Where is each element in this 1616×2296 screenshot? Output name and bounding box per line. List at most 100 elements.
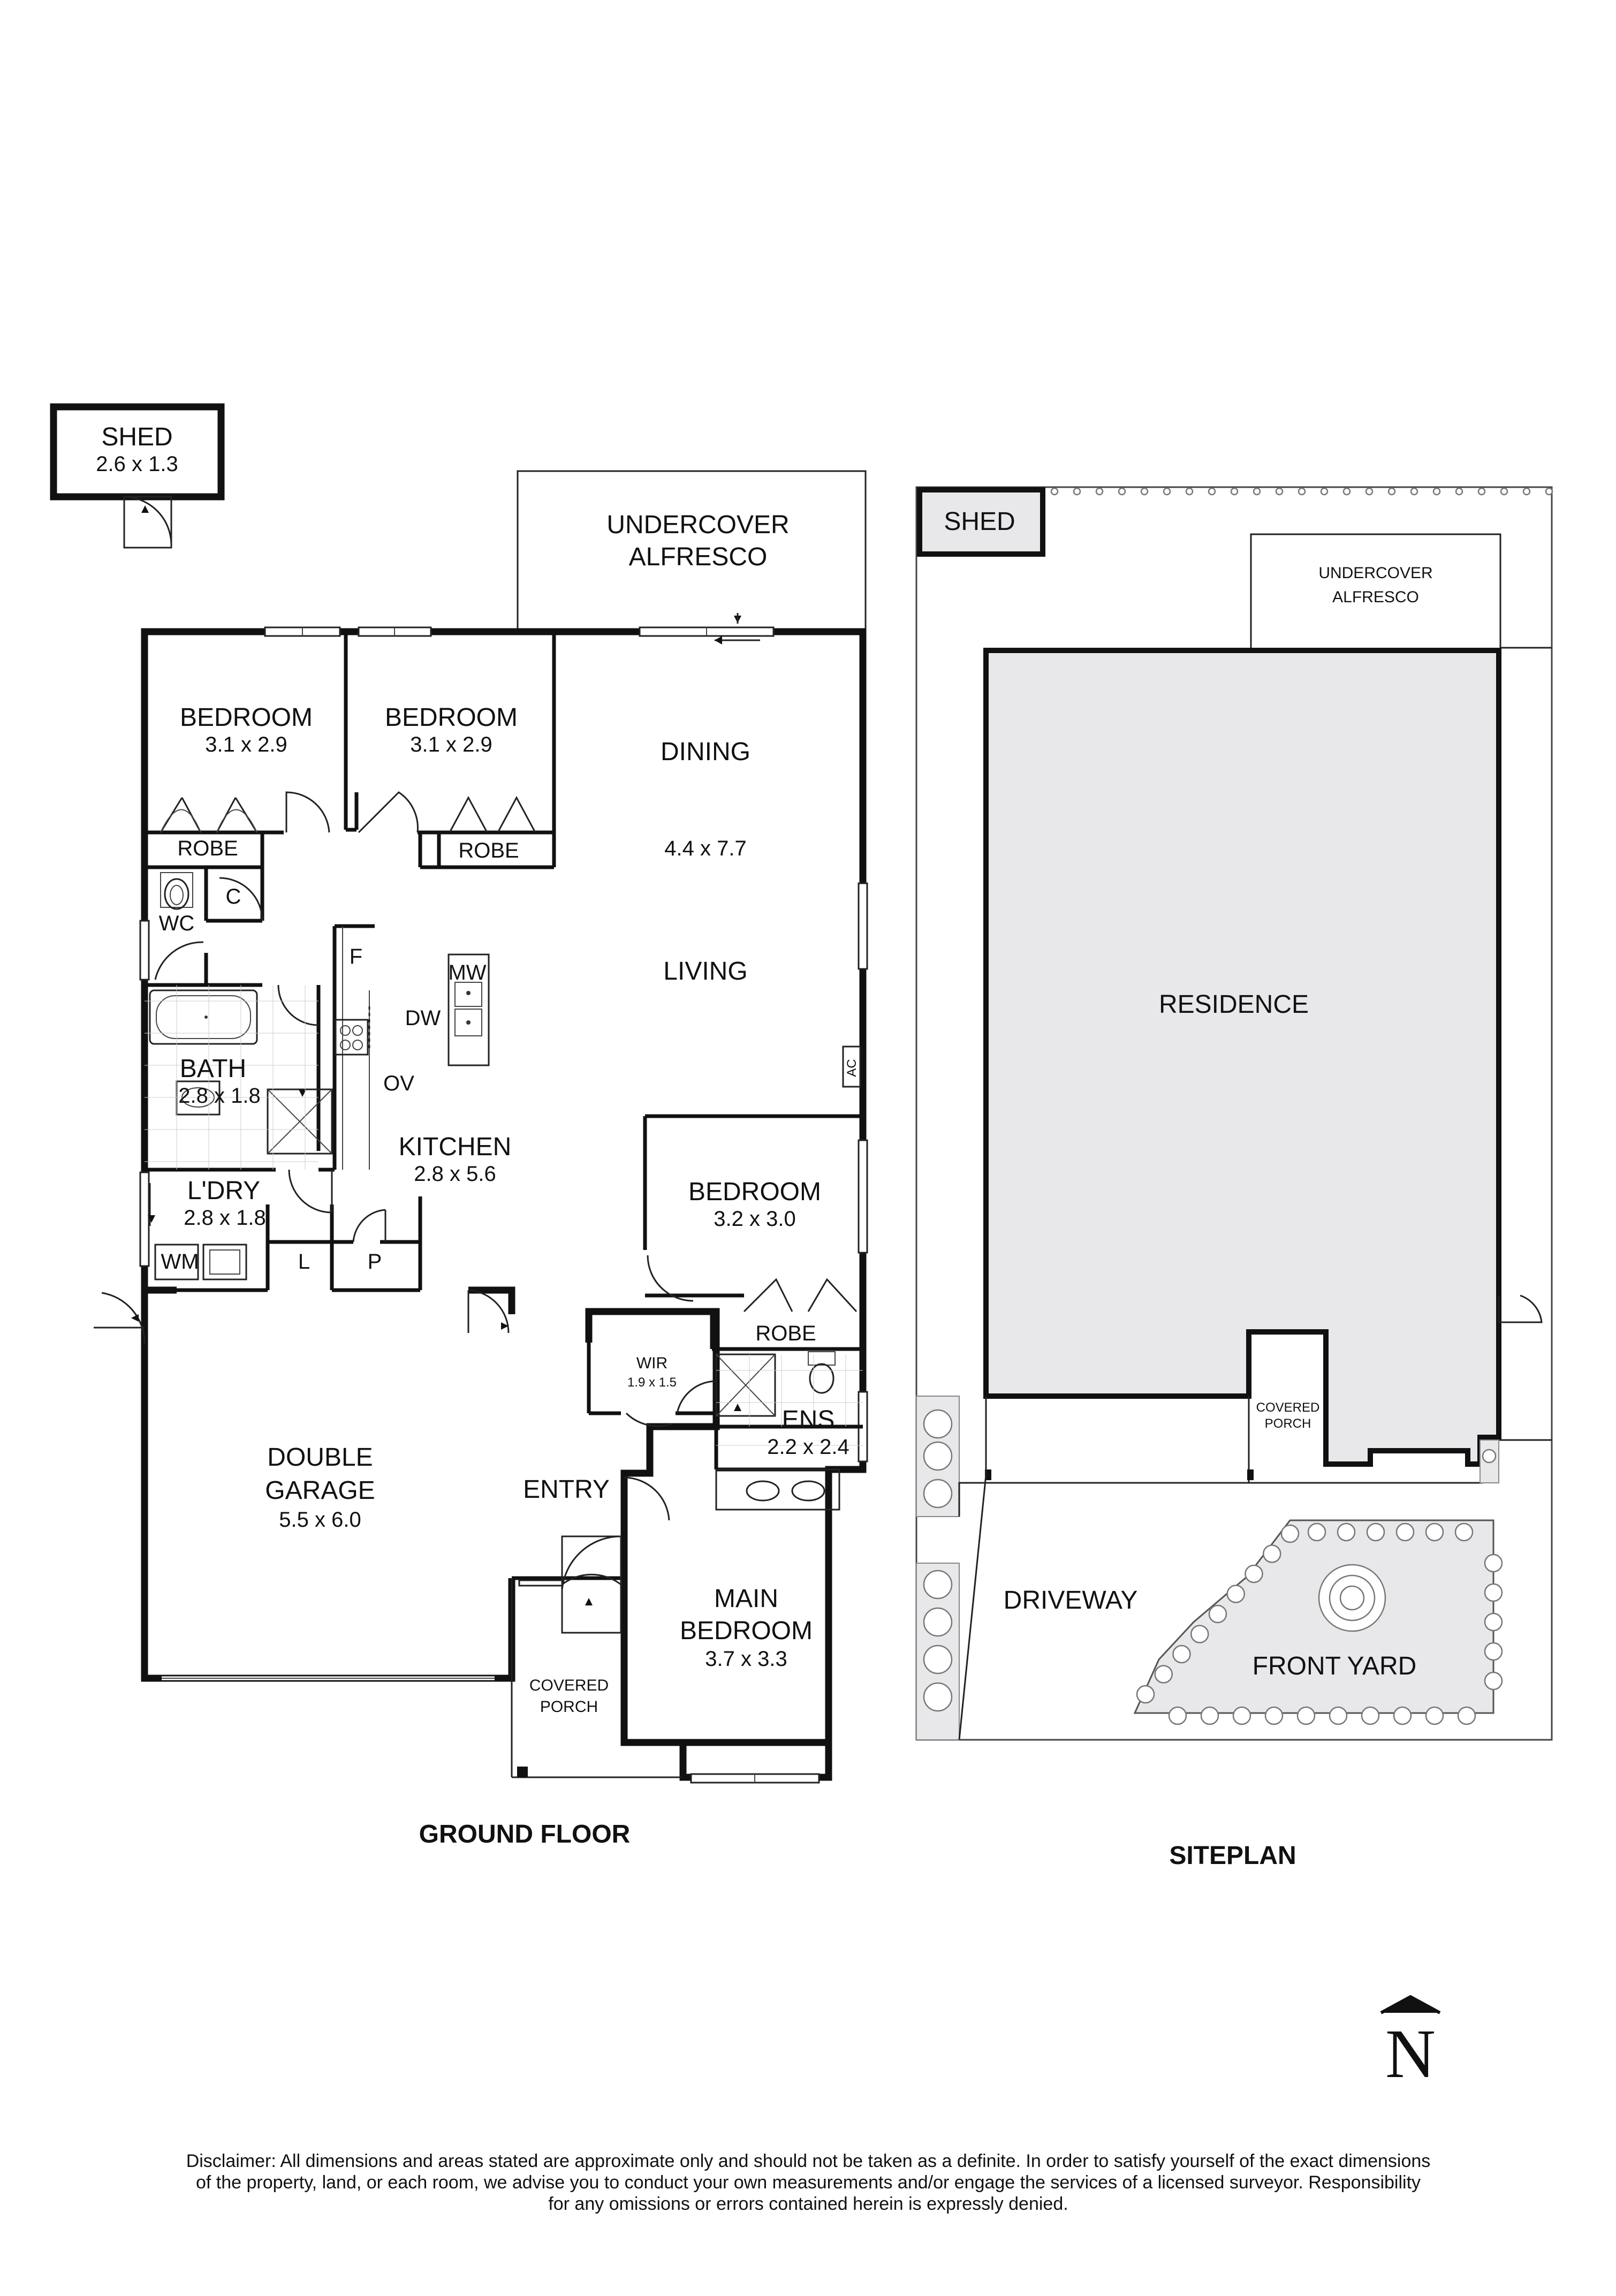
shrub-icon [1457,1706,1476,1725]
doors [94,791,858,1634]
alfresco-label-line2: ALFRESCO [629,543,768,571]
robe3-label: ROBE [755,1322,816,1345]
residence-label: RESIDENCE [1159,990,1309,1019]
siteplan: SHED UNDERCOVER ALFRESCO RESIDENCE COVER… [915,486,1553,1870]
bedroom3-dimensions: 3.2 x 3.0 [714,1207,795,1231]
bedroom2-dimensions: 3.1 x 2.9 [410,733,492,756]
porch-label-line1: COVERED [529,1677,609,1694]
bath-label: BATH [180,1055,246,1083]
bath-dimensions: 2.8 x 1.8 [178,1084,260,1108]
shrub-icon [1393,1706,1412,1725]
shrub-icon [1200,1706,1219,1725]
site-boundary [915,486,1553,1741]
garage-dimensions: 5.5 x 6.0 [279,1508,361,1532]
shrub-icon [1073,487,1081,496]
aircon-label: AC [845,1059,859,1077]
garden-shrubs [923,1409,1497,1712]
shrub-icon [1500,487,1508,496]
shrub-icon [1484,1554,1503,1573]
disclaimer-line3: for any omissions or errors contained he… [548,2194,1068,2214]
dining-dimensions: 4.4 x 7.7 [664,837,746,860]
feature-tree [1318,1564,1386,1632]
shrub-icon [1484,1642,1503,1661]
rear-fence [1050,487,1553,496]
ensuite-dimensions: 2.2 x 2.4 [767,1435,849,1459]
cupboard-label: C [226,885,241,908]
shrub-icon [923,1645,953,1674]
ground-floor-plan: SHED 2.6 x 1.3 UNDERCOVER ALFRESCO [50,403,868,1848]
laundry-dimensions: 2.8 x 1.8 [184,1206,265,1230]
shrub-icon [1168,1706,1187,1725]
disclaimer: Disclaimer: All dimensions and areas sta… [186,2151,1431,2214]
north-arrow-icon: N [1380,1995,1441,2093]
alfresco: UNDERCOVER ALFRESCO [517,470,867,629]
north-label: N [1385,2015,1436,2093]
shrub-icon [1280,1524,1300,1543]
windows [139,626,868,1784]
bedroom1-dimensions: 3.1 x 2.9 [205,733,287,756]
shrub-icon [1361,1706,1380,1725]
disclaimer-line1: Disclaimer: All dimensions and areas sta… [186,2151,1431,2171]
shrub-icon [1163,487,1171,496]
shrub-icon [1185,487,1194,496]
site-alfresco [1250,533,1501,648]
shrub-icon [1140,487,1149,496]
shrub-icon [1190,1625,1209,1643]
shrub-icon [1208,1604,1227,1624]
residence [983,648,1501,1467]
shrub-icon [1337,1522,1356,1542]
shrub-icon [1329,1706,1348,1725]
wir-label: WIR [636,1354,667,1372]
shed-label: SHED [101,423,172,451]
shed: SHED 2.6 x 1.3 [50,403,225,549]
shrub-icon [1365,487,1374,496]
main-bedroom-label-line2: BEDROOM [680,1617,813,1645]
shrub-icon [1263,1544,1281,1563]
site-alfresco-line2: ALFRESCO [1332,588,1419,606]
interior-walls [145,632,863,1778]
shrub-icon [1118,487,1126,496]
shrub-icon [1484,1612,1503,1632]
shrub-icon [1455,487,1463,496]
kitchen-dimensions: 2.8 x 5.6 [414,1162,496,1186]
robe2-label: ROBE [458,839,519,862]
fridge-label: F [350,945,362,968]
main-bedroom-label-line1: MAIN [714,1585,778,1613]
shrub-icon [1432,487,1441,496]
shrub-icon [1296,1706,1316,1725]
shrub-icon [1226,1585,1245,1603]
shrub-icon [923,1479,953,1509]
shrub-icon [1482,1449,1497,1464]
shrub-icon [1172,1645,1191,1664]
shrub-icon [1275,487,1284,496]
washing-machine-label: WM [161,1250,199,1274]
garage-label-line1: DOUBLE [267,1443,373,1472]
site-porch-line2: PORCH [1265,1416,1311,1431]
disclaimer-line2: of the property, land, or each room, we … [196,2172,1421,2193]
shrub-icon [1154,1665,1173,1684]
shrub-icon [923,1682,953,1712]
main-bedroom-dimensions: 3.7 x 3.3 [705,1647,787,1671]
shrub-icon [1477,487,1486,496]
site-alfresco-line1: UNDERCOVER [1318,564,1432,582]
shrub-icon [1298,487,1306,496]
shrub-icon [1050,487,1059,496]
shrub-icon [1230,487,1239,496]
bedroom2-label: BEDROOM [385,703,518,732]
room-labels: BEDROOM 3.1 x 2.9 BEDROOM 3.1 x 2.9 ROBE… [159,703,859,1716]
front-yard-shrubs [1136,1522,1503,1725]
shrub-icon [1264,1706,1284,1725]
shrub-icon [1484,1583,1503,1602]
pantry-label: P [368,1250,382,1274]
microwave-label: MW [448,961,486,984]
shrub-icon [1136,1685,1155,1704]
shrub-icon [1387,487,1396,496]
driveway-label: DRIVEWAY [1004,1586,1138,1615]
shrub-icon [1425,1522,1444,1542]
shrub-icon [1208,487,1216,496]
shrub-icon [923,1409,953,1439]
site-porch-line1: COVERED [1256,1400,1320,1415]
porch-label-line2: PORCH [540,1698,598,1716]
fixtures [145,872,863,1511]
